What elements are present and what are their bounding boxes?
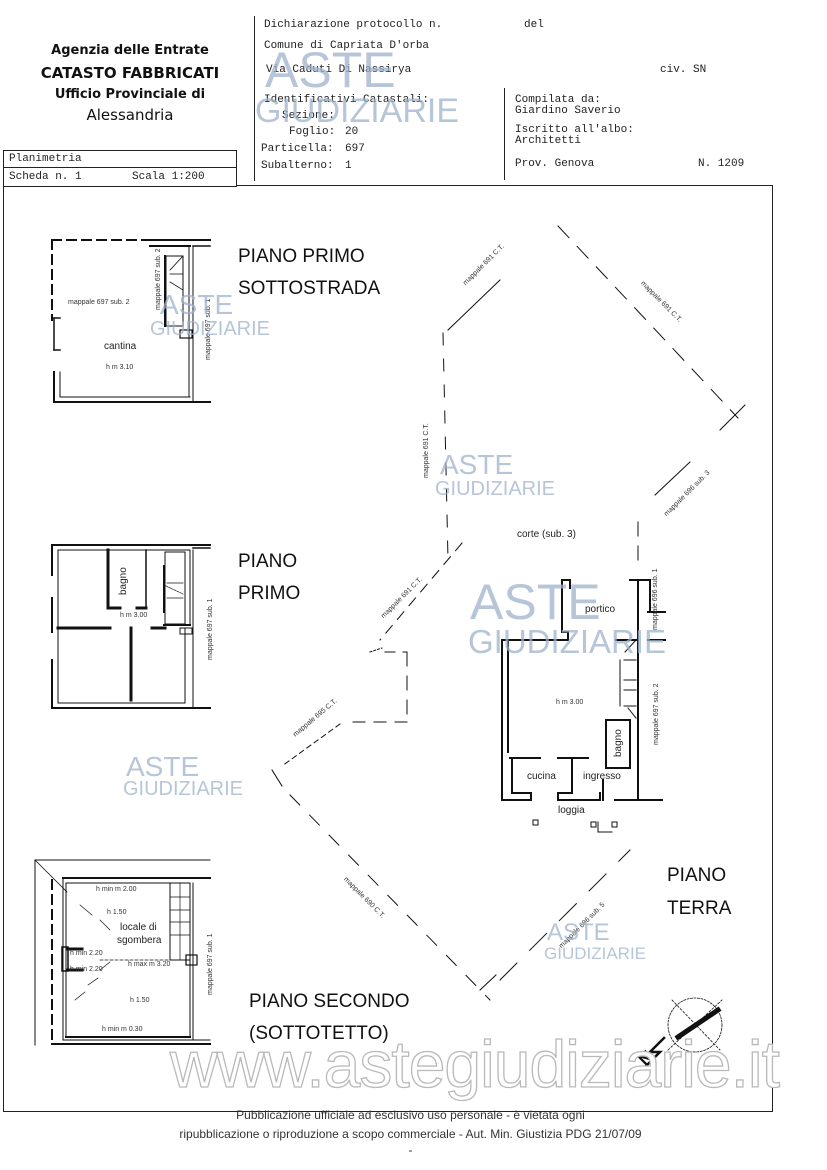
annotation-h-min-220-a: h min 2.20 xyxy=(70,950,103,957)
compiler-name: Giardino Saverio xyxy=(515,105,621,117)
footer-line-3: - xyxy=(408,1143,413,1157)
annotation-h-min-220-b: h min 2.20 xyxy=(70,966,103,973)
albo-value: Architetti xyxy=(515,135,582,147)
annotation-h-min-bottom: h min m 0.30 xyxy=(102,1026,143,1033)
annotation-h-max: h max m 3.20 xyxy=(128,961,171,968)
albo-number: N. 1209 xyxy=(698,158,745,170)
annotation-mappale-691-c: mappale 691 C.T. xyxy=(423,423,430,478)
room-locale-line2: sgombera xyxy=(117,935,162,946)
watermark-giudiziarie-2: GIUDIZIARIE xyxy=(435,478,556,500)
watermark-aste-3: ASTE xyxy=(470,574,601,630)
del-label: del xyxy=(524,19,544,31)
annotation-h-150-b: h 1.50 xyxy=(130,997,150,1004)
room-bagno-primo: bagno xyxy=(118,567,129,595)
area-corte: corte (sub. 3) xyxy=(517,529,576,540)
room-cantina: cantina xyxy=(104,341,137,352)
sezione-label: Sezione: xyxy=(282,110,335,122)
watermark-aste-4: ASTE xyxy=(126,751,200,782)
footer-line-2: ripubblicazione o riproduzione a scopo c… xyxy=(179,1127,642,1141)
watermark-aste-2: ASTE xyxy=(440,449,514,480)
annotation-h-150-a: h 1.50 xyxy=(107,909,127,916)
floor-primo-line1: PIANO xyxy=(238,551,298,572)
watermark-giudiziarie-1: GIUDIZIARIE xyxy=(150,318,271,340)
albo-label: Iscritto all'albo: xyxy=(515,124,634,136)
footer-line-1: Pubblicazione ufficiale ad esclusivo uso… xyxy=(236,1108,585,1122)
annotation-mappale-primo: mappale 697 sub. 1 xyxy=(207,598,214,661)
scheda-number: Scheda n. 1 xyxy=(9,171,82,183)
room-cucina: cucina xyxy=(527,771,556,782)
room-ingresso: ingresso xyxy=(583,771,621,782)
room-portico: portico xyxy=(585,604,616,615)
identificativi-label: Identificativi Catastali: xyxy=(264,94,430,106)
particella-label: Particella: xyxy=(261,143,334,155)
watermark-giudiziarie-3: GIUDIZIARIE xyxy=(468,623,667,660)
via-address: Via Caduti Di Nassirya xyxy=(266,64,412,76)
provincia-name: Alessandria xyxy=(86,106,174,124)
floor-secondo-line1: PIANO SECONDO xyxy=(249,991,410,1012)
subalterno-label: Subalterno: xyxy=(261,160,334,172)
annotation-h-min-top: h min m 2.00 xyxy=(96,886,137,893)
planimetria-label: Planimetria xyxy=(9,153,82,165)
floor-sottostrada-line1: PIANO PRIMO xyxy=(238,246,365,267)
height-cantina: h m 3.10 xyxy=(106,364,134,371)
watermark-giudiziarie-header: GIUDIZIARIE xyxy=(255,92,460,130)
catasto-title: CATASTO FABBRICATI xyxy=(40,64,220,82)
civico: civ. SN xyxy=(660,64,707,76)
protocollo-label: Dichiarazione protocollo n. xyxy=(264,19,443,31)
foglio-value: 20 xyxy=(345,126,359,138)
floor-terra-line2: TERRA xyxy=(667,898,732,919)
watermark-aste-header: ASTE xyxy=(265,42,396,98)
scale-value: Scala 1:200 xyxy=(132,171,205,183)
height-terra: h m 3.00 xyxy=(556,699,584,706)
watermark-site-url: www.astegiudiziarie.it xyxy=(169,1026,780,1101)
foglio-label: Foglio: xyxy=(289,126,336,138)
floor-secondo-line2: (SOTTOTETTO) xyxy=(249,1023,389,1044)
annotation-mappale-697-sub2-terra: mappale 697 sub. 2 xyxy=(653,683,660,746)
particella-value: 697 xyxy=(345,143,365,155)
annotation-mappale-697-sub2: mappale 697 sub. 2 xyxy=(68,299,130,306)
floor-terra-line1: PIANO xyxy=(667,865,727,886)
watermark-giudiziarie-4: GIUDIZIARIE xyxy=(123,778,244,800)
annotation-mappale-secondo: mappale 697 sub. 1 xyxy=(207,933,214,996)
plan-frame xyxy=(3,185,773,1112)
subalterno-value: 1 xyxy=(345,160,352,172)
provincia-albo: Prov. Genova xyxy=(515,158,595,170)
agency-name: Agenzia delle Entrate xyxy=(51,43,209,58)
sheet-info-box xyxy=(3,150,237,187)
annotation-mappale-696-sub1: mappale 696 sub. 1 xyxy=(652,568,659,631)
comune: Comune di Capriata D'orba xyxy=(264,40,430,52)
watermark-giudiziarie-5: GIUDIZIARIE xyxy=(544,944,647,963)
compilata-label: Compilata da: xyxy=(515,94,601,106)
room-locale-line1: locale di xyxy=(120,922,157,933)
height-primo: h m 3.00 xyxy=(120,612,148,619)
ufficio-provinciale: Ufficio Provinciale di xyxy=(54,87,206,102)
floor-primo-line2: PRIMO xyxy=(238,583,301,604)
watermark-aste-1: ASTE xyxy=(160,289,234,320)
room-loggia: loggia xyxy=(558,805,585,816)
watermark-aste-5: ASTE xyxy=(547,919,610,946)
floor-sottostrada-line2: SOTTOSTRADA xyxy=(238,278,381,299)
room-bagno-terra: bagno xyxy=(613,729,624,757)
